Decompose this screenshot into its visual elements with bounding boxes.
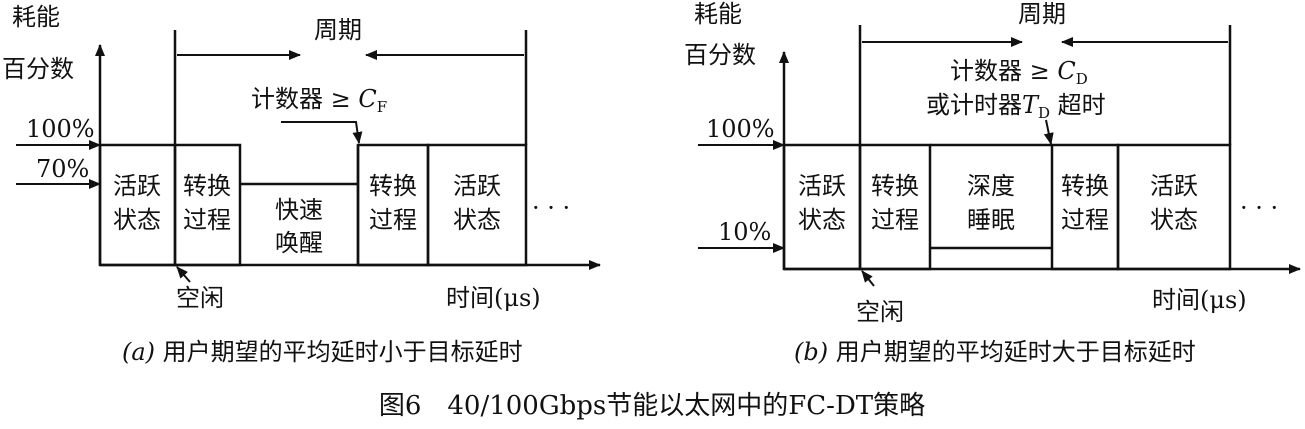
panel-b: 耗能 百分数 100% 10% 活跃 状态 转换 过程 深度 睡眠 转换 过程 …: [684, 0, 1301, 366]
panel-a-idle-label: 空闲: [176, 284, 224, 312]
panel-b-trans2-l2: 过程: [1061, 206, 1109, 234]
panel-a-active-box-2: [426, 143, 528, 267]
panel-a-transition-box-1: [173, 143, 242, 267]
panel-b-sleep-l1: 深度: [967, 172, 1015, 200]
panel-a-counter-arrow: [281, 121, 363, 144]
panel-a: 耗能 百分数 100% 70% 活跃 状态 转换 过程 快速 唤醒 转换 过程 …: [2, 3, 601, 366]
panel-a-ellipsis: · · ·: [532, 194, 570, 222]
panel-a-counter-label: 计数器 ≥ CF: [251, 85, 387, 116]
panel-a-caption: (a) 用户期望的平均延时小于目标延时: [122, 338, 523, 366]
panel-a-active1-l1: 活跃: [113, 172, 161, 200]
panel-a-y-label-2: 百分数: [2, 55, 74, 83]
panel-a-time-axis-label: 时间(μs): [446, 284, 541, 312]
panel-b-caption: (b) 用户期望的平均延时大于目标延时: [794, 338, 1196, 366]
panel-b-time-axis-label: 时间(μs): [1152, 286, 1247, 314]
panel-a-active-box-1: [98, 143, 177, 267]
panel-a-active2-l1: 活跃: [453, 172, 501, 200]
panel-b-idle-arrow: [861, 270, 875, 287]
panel-b-active2-l2: 状态: [1150, 206, 1198, 234]
panel-a-trans1-l1: 转换: [183, 172, 231, 200]
panel-a-trans2-l2: 过程: [369, 206, 417, 234]
panel-a-transition-box-2: [356, 143, 430, 267]
panel-b-trans1-l1: 转换: [871, 172, 919, 200]
panel-a-wake-l2: 唤醒: [275, 229, 323, 257]
panel-b-ellipsis: · · ·: [1240, 194, 1278, 222]
panel-b-y-label-1: 耗能: [694, 0, 742, 28]
panel-b-timer-arrow: [1043, 119, 1054, 145]
panel-b-counter-label: 计数器 ≥ CD: [950, 57, 1088, 88]
panel-b-trans1-l2: 过程: [871, 206, 919, 234]
panel-a-wake-l1: 快速: [275, 196, 323, 224]
panel-b-idle-label: 空闲: [856, 298, 904, 326]
figure-title: 图6 40/100Gbps节能以太网中的FC-DT策略: [379, 391, 925, 421]
panel-b-active1-l1: 活跃: [798, 172, 846, 200]
panel-b-timer-label: 或计时器TD 超时: [926, 91, 1106, 122]
panel-a-period-label: 周期: [314, 16, 362, 44]
panel-b-sleep-l2: 睡眠: [967, 206, 1015, 234]
panel-b-active1-l2: 状态: [798, 206, 846, 234]
panel-a-y-label-1: 耗能: [12, 3, 60, 31]
panel-b-transition-box-1: [858, 143, 932, 271]
panel-b-trans2-l1: 转换: [1061, 172, 1109, 200]
panel-b-active2-l1: 活跃: [1150, 172, 1198, 200]
panel-b-y-label-2: 百分数: [684, 41, 756, 69]
panel-b-period-label: 周期: [1018, 0, 1066, 28]
panel-a-idle-arrow: [176, 266, 191, 283]
panel-a-trans2-l1: 转换: [369, 172, 417, 200]
panel-b-level-low: 10%: [718, 218, 771, 246]
panel-a-active1-l2: 状态: [113, 206, 161, 234]
panel-a-trans1-l2: 过程: [183, 206, 231, 234]
panel-a-level-low: 70%: [36, 155, 89, 183]
panel-a-level-high: 100%: [26, 115, 95, 143]
panel-a-active2-l2: 状态: [453, 206, 501, 234]
panel-b-active-box-2: [1116, 143, 1232, 271]
panel-b-level-high: 100%: [706, 115, 775, 143]
